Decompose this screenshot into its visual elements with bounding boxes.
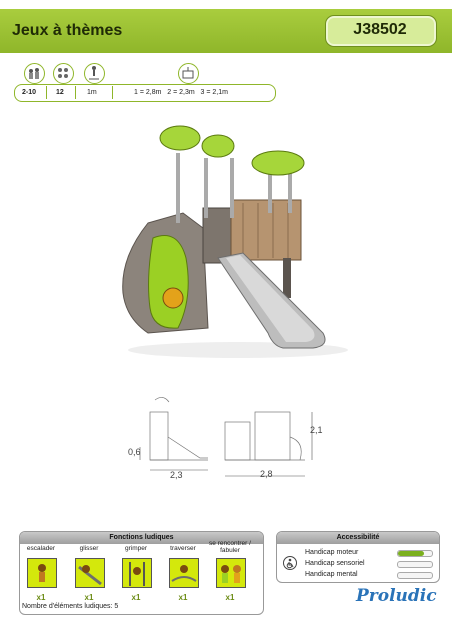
age-icon-glyph bbox=[29, 68, 39, 79]
functions-title: Fonctions ludiques bbox=[20, 532, 263, 544]
dim-width-front: 2,8 bbox=[260, 469, 273, 479]
dim-height-side: 0,6 bbox=[128, 447, 141, 457]
function-count: x1 bbox=[178, 593, 188, 602]
page-title: Jeux à thèmes bbox=[12, 22, 123, 39]
grab-icon bbox=[122, 558, 152, 588]
spec-divider bbox=[46, 86, 47, 99]
accessibility-level-bar bbox=[397, 572, 433, 579]
reference-box bbox=[325, 15, 437, 47]
wheelchair-icon bbox=[283, 556, 297, 570]
capacity-icon-glyph bbox=[58, 68, 68, 78]
fall-height-icon-glyph bbox=[89, 66, 99, 80]
product-reference: J38502 bbox=[353, 21, 407, 38]
dimensions-icon-glyph bbox=[182, 67, 194, 79]
function-label: grimper bbox=[124, 545, 148, 552]
dimensions-icon bbox=[178, 63, 199, 84]
dim-height-front: 2,1 bbox=[310, 425, 323, 435]
meet-icon bbox=[216, 558, 246, 588]
spec-capacity: 12 bbox=[56, 89, 64, 96]
spec-age: 2-10 bbox=[22, 89, 37, 96]
function-label: escalader bbox=[26, 545, 56, 552]
accessibility-label: Handicap moteur bbox=[305, 549, 359, 556]
accessibility-level-bar bbox=[397, 550, 433, 557]
accessibility-title: Accessibilité bbox=[277, 532, 439, 544]
spec-divider bbox=[112, 86, 113, 99]
function-count: x1 bbox=[131, 593, 141, 602]
dim-width-side: 2,3 bbox=[170, 470, 183, 480]
accessibility-level-bar bbox=[397, 561, 433, 568]
cross-icon bbox=[169, 558, 199, 588]
function-label: glisser bbox=[79, 545, 99, 552]
slide-icon bbox=[75, 558, 105, 588]
spec-bar bbox=[14, 84, 276, 102]
function-count: x1 bbox=[36, 593, 46, 602]
accessibility-label: Handicap mental bbox=[305, 571, 358, 578]
spec-divider bbox=[75, 86, 76, 99]
function-count: x1 bbox=[225, 593, 235, 602]
functions-panel: Fonctions ludiques bbox=[19, 531, 264, 615]
capacity-icon bbox=[53, 63, 74, 84]
functions-total: Nombre d'éléments ludiques: 5 bbox=[22, 603, 119, 610]
accessibility-level-fill bbox=[398, 551, 424, 556]
product-illustration bbox=[122, 125, 348, 358]
climb-icon bbox=[27, 558, 57, 588]
function-label: se rencontrer / fabuler bbox=[209, 540, 251, 554]
proludic-logo: Proludic bbox=[356, 586, 437, 606]
function-label: traverser bbox=[170, 545, 196, 552]
function-count: x1 bbox=[84, 593, 94, 602]
spec-dimensions: 1 = 2,8m 2 = 2,3m 3 = 2,1m bbox=[134, 89, 228, 96]
spec-fall-height: 1m bbox=[87, 89, 97, 96]
accessibility-label: Handicap sensoriel bbox=[305, 560, 365, 567]
technical-drawings bbox=[139, 397, 313, 477]
